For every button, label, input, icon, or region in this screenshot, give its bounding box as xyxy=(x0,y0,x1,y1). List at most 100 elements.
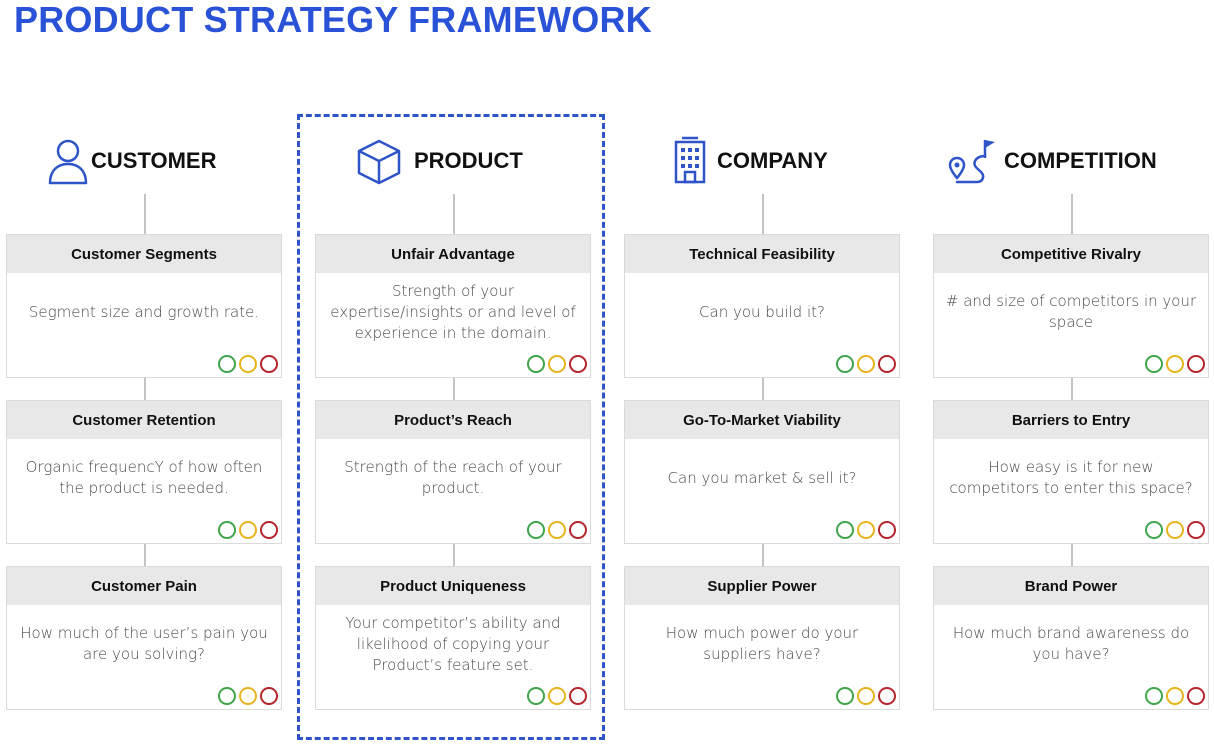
criterion-card: Unfair Advantage Strength of your expert… xyxy=(315,234,591,378)
rating-indicator xyxy=(218,355,278,373)
connector-line xyxy=(1071,378,1073,400)
yellow-rating-circle xyxy=(239,687,257,705)
red-rating-circle xyxy=(878,521,896,539)
column-competition: COMPETITION Competitive Rivalry # and si… xyxy=(933,0,1209,745)
rating-indicator xyxy=(527,687,587,705)
connector-line xyxy=(453,378,455,400)
card-heading: Competitive Rivalry xyxy=(934,235,1208,273)
card-heading: Product Uniqueness xyxy=(316,567,590,605)
card-heading: Brand Power xyxy=(934,567,1208,605)
red-rating-circle xyxy=(260,687,278,705)
red-rating-circle xyxy=(569,521,587,539)
connector-line xyxy=(453,194,455,234)
card-heading: Product’s Reach xyxy=(316,401,590,439)
red-rating-circle xyxy=(260,355,278,373)
criterion-card: Brand Power How much brand awareness do … xyxy=(933,566,1209,710)
yellow-rating-circle xyxy=(1166,521,1184,539)
green-rating-circle xyxy=(1145,521,1163,539)
yellow-rating-circle xyxy=(1166,355,1184,373)
column-title: COMPETITION xyxy=(1004,148,1157,173)
rating-indicator xyxy=(836,521,896,539)
yellow-rating-circle xyxy=(548,521,566,539)
connector-line xyxy=(144,194,146,234)
card-description: # and size of competitors in your space xyxy=(945,292,1197,331)
red-rating-circle xyxy=(1187,521,1205,539)
column-title: PRODUCT xyxy=(414,148,523,173)
rating-indicator xyxy=(1145,355,1205,373)
person-icon xyxy=(46,136,94,188)
route-flag-icon xyxy=(947,136,995,188)
page-title: PRODUCT STRATEGY FRAMEWORK xyxy=(14,0,652,40)
criterion-card: Product’s Reach Strength of the reach of… xyxy=(315,400,591,544)
card-heading: Customer Segments xyxy=(7,235,281,273)
red-rating-circle xyxy=(260,521,278,539)
card-heading: Supplier Power xyxy=(625,567,899,605)
criterion-card: Go-To-Market Viability Can you market & … xyxy=(624,400,900,544)
rating-indicator xyxy=(218,521,278,539)
cube-icon xyxy=(355,136,403,188)
column-company: COMPANY Technical Feasibility Can you bu… xyxy=(624,0,900,745)
green-rating-circle xyxy=(836,355,854,373)
green-rating-circle xyxy=(836,687,854,705)
column-product: PRODUCT Unfair Advantage Strength of you… xyxy=(315,0,591,745)
card-description: Can you market & sell it? xyxy=(667,468,857,487)
connector-line xyxy=(762,544,764,566)
green-rating-circle xyxy=(527,521,545,539)
card-description: Organic frequencY of how often the produ… xyxy=(25,458,263,497)
criterion-card: Competitive Rivalry # and size of compet… xyxy=(933,234,1209,378)
yellow-rating-circle xyxy=(857,355,875,373)
column-header: CUSTOMER xyxy=(6,136,282,188)
card-heading: Customer Pain xyxy=(7,567,281,605)
card-description: Segment size and growth rate. xyxy=(28,302,260,321)
criterion-card: Barriers to Entry How easy is it for new… xyxy=(933,400,1209,544)
column-header: COMPETITION xyxy=(933,136,1209,188)
connector-line xyxy=(144,544,146,566)
criterion-card: Customer Pain How much of the user’s pai… xyxy=(6,566,282,710)
yellow-rating-circle xyxy=(857,521,875,539)
green-rating-circle xyxy=(836,521,854,539)
red-rating-circle xyxy=(878,687,896,705)
column-title: CUSTOMER xyxy=(91,148,217,173)
connector-line xyxy=(144,378,146,400)
criterion-card: Customer Retention Organic frequencY of … xyxy=(6,400,282,544)
yellow-rating-circle xyxy=(239,355,257,373)
card-description: How much brand awareness do you have? xyxy=(952,624,1190,663)
yellow-rating-circle xyxy=(1166,687,1184,705)
card-heading: Technical Feasibility xyxy=(625,235,899,273)
card-description: Your competitor’s ability and likelihood… xyxy=(345,613,561,674)
card-heading: Go-To-Market Viability xyxy=(625,401,899,439)
red-rating-circle xyxy=(878,355,896,373)
column-title: COMPANY xyxy=(717,148,828,173)
column-customer: CUSTOMER Customer Segments Segment size … xyxy=(6,0,282,745)
green-rating-circle xyxy=(218,355,236,373)
card-description: Strength of your expertise/insights or a… xyxy=(330,281,576,342)
rating-indicator xyxy=(1145,521,1205,539)
yellow-rating-circle xyxy=(239,521,257,539)
rating-indicator xyxy=(1145,687,1205,705)
green-rating-circle xyxy=(527,355,545,373)
green-rating-circle xyxy=(1145,355,1163,373)
rating-indicator xyxy=(527,521,587,539)
red-rating-circle xyxy=(1187,355,1205,373)
criterion-card: Product Uniqueness Your competitor’s abi… xyxy=(315,566,591,710)
card-description: How much power do your suppliers have? xyxy=(665,624,859,663)
rating-indicator xyxy=(218,687,278,705)
rating-indicator xyxy=(836,687,896,705)
red-rating-circle xyxy=(1187,687,1205,705)
column-header: COMPANY xyxy=(624,136,900,188)
green-rating-circle xyxy=(1145,687,1163,705)
yellow-rating-circle xyxy=(548,355,566,373)
card-description: How easy is it for new competitors to en… xyxy=(949,458,1193,497)
connector-line xyxy=(762,194,764,234)
red-rating-circle xyxy=(569,355,587,373)
green-rating-circle xyxy=(218,521,236,539)
card-heading: Unfair Advantage xyxy=(316,235,590,273)
connector-line xyxy=(1071,194,1073,234)
card-heading: Customer Retention xyxy=(7,401,281,439)
card-description: Strength of the reach of your product. xyxy=(344,458,562,497)
criterion-card: Technical Feasibility Can you build it? xyxy=(624,234,900,378)
green-rating-circle xyxy=(527,687,545,705)
yellow-rating-circle xyxy=(857,687,875,705)
connector-line xyxy=(762,378,764,400)
product-column-highlight xyxy=(297,114,605,740)
